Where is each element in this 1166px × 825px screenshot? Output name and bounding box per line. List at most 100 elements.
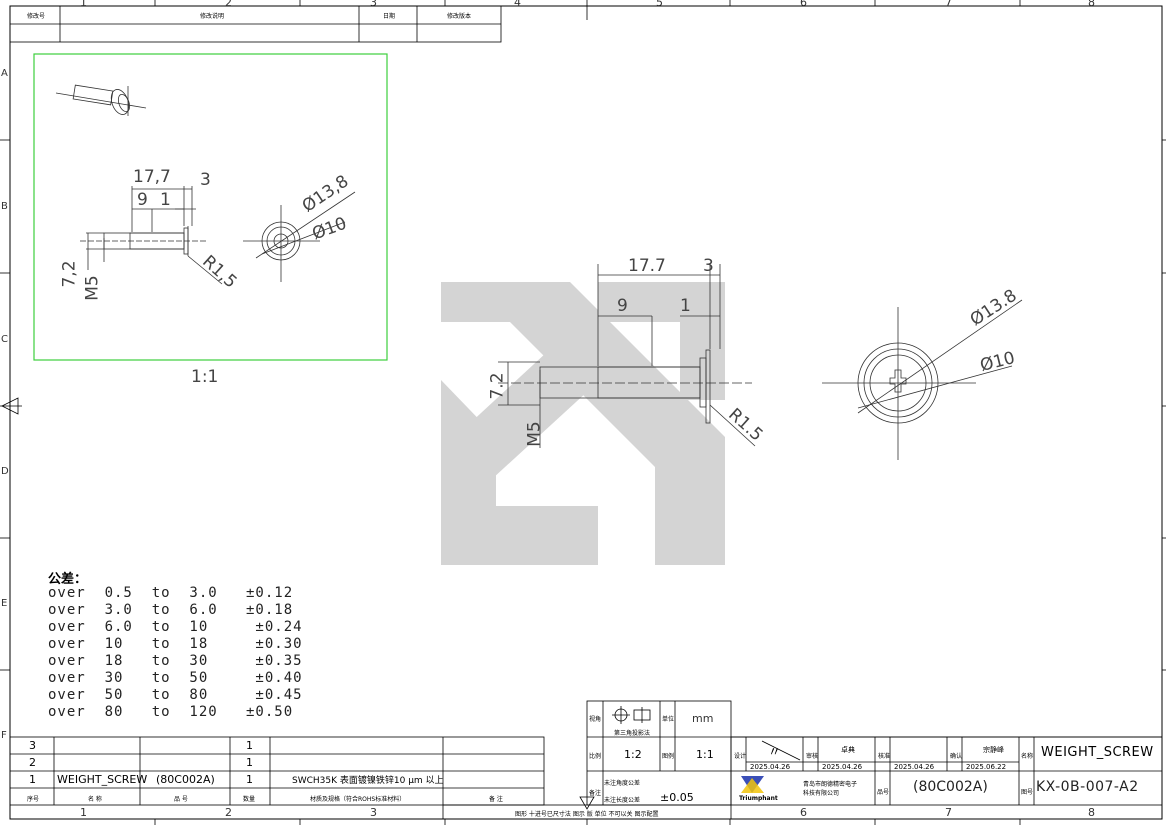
bom-row-no: 2 (29, 756, 36, 769)
tolerance-row: over 30 to 50 ±0.40 (48, 670, 303, 686)
remark-label: 备注 (589, 790, 602, 797)
row-mark: C (1, 334, 8, 345)
row-mark: E (1, 598, 8, 609)
name-label: 名称 (1021, 753, 1034, 760)
date-confirm: 2025.06.22 (966, 763, 1007, 771)
dim-head: 3 (703, 256, 714, 276)
drawing-label: 图号 (1021, 789, 1034, 796)
scale2-label: 图例 (662, 753, 675, 760)
detail-front-view (243, 191, 356, 282)
bom-header-name: 名 称 (88, 796, 102, 803)
len-tol-value: ±0.05 (660, 791, 694, 804)
row-mark: A (1, 68, 8, 79)
detail-side-view (80, 186, 223, 285)
col-mark: 7 (945, 806, 952, 819)
rev-header-date: 日期 (383, 13, 396, 20)
date-design: 2025.04.26 (750, 763, 791, 771)
date-approve: 2025.04.26 (894, 763, 935, 771)
rev-header-ver: 修改版本 (447, 13, 472, 20)
main-side-view (498, 264, 756, 448)
rev-header-desc: 修改说明 (200, 13, 225, 20)
company-logo-icon (741, 776, 764, 793)
bom-row-code: (80C002A) (156, 773, 215, 786)
dim-head: 3 (200, 170, 211, 190)
confirm-name: 宗静峰 (983, 746, 1004, 754)
tolerance-row: over 3.0 to 6.0 ±0.18 (48, 602, 294, 618)
bom-row-qty: 1 (246, 756, 253, 769)
code-label: 品号 (877, 789, 890, 796)
projection-label: 视角 (589, 716, 602, 723)
tolerance-row: over 18 to 30 ±0.35 (48, 653, 303, 669)
dim-height: 7.2 (487, 372, 508, 400)
bom-row-qty: 1 (246, 739, 253, 752)
tolerance-row: over 6.0 to 10 ±0.24 (48, 619, 303, 635)
col-mark: 8 (1088, 0, 1095, 9)
dim-step: 1 (160, 190, 171, 210)
dim-thread: M5 (524, 421, 545, 447)
dim-step: 1 (680, 296, 691, 316)
bom-header-code: 品 号 (174, 796, 188, 803)
col-mark: 3 (370, 806, 377, 819)
col-mark: 7 (945, 0, 952, 9)
detail-view-frame (33, 53, 388, 361)
dim-thread: M5 (82, 275, 103, 301)
iso-screw-sketch (55, 84, 147, 116)
watermark-logo (441, 282, 725, 565)
design-signature: 〃 (768, 745, 782, 760)
bom-header-no: 序号 (27, 796, 40, 803)
col-mark: 8 (1088, 806, 1095, 819)
bom-row-no: 3 (29, 739, 36, 752)
bom-row-qty: 1 (246, 773, 253, 786)
title-block-lines (586, 700, 1163, 806)
scale-label: 比例 (589, 753, 602, 760)
row-mark: D (1, 466, 9, 477)
bom-row-no: 1 (29, 773, 36, 786)
col-mark: 5 (656, 0, 663, 9)
col-mark: 6 (800, 0, 807, 9)
unit-label: 单位 (662, 716, 675, 723)
row-mark: F (1, 730, 7, 741)
dim-shank: 9 (137, 190, 148, 210)
main-front-view (822, 299, 1023, 460)
scale-value: 1:2 (624, 748, 642, 761)
tolerance-row: over 0.5 to 3.0 ±0.12 (48, 585, 294, 601)
bom-header-material: 材质及规格（符合ROHS标准材料） (310, 796, 406, 803)
confirm-label: 确认 (950, 753, 963, 760)
row-mark: B (1, 201, 8, 212)
company-logo-text: Triumphant (739, 795, 778, 802)
dim-length: 17.7 (628, 256, 666, 276)
drawing-number: KX-0B-007-A2 (1036, 779, 1139, 795)
bom-header-qty: 数量 (243, 796, 256, 803)
tolerance-row: over 50 to 80 ±0.45 (48, 687, 303, 703)
approve-label: 核准 (878, 753, 891, 760)
bom-row-name: WEIGHT_SCREW (57, 773, 148, 786)
bom-row-material: SWCH35K 表面镀镍铁锌10 μm 以上 (292, 776, 444, 786)
dim-shank: 9 (617, 296, 628, 316)
col-mark: 6 (800, 806, 807, 819)
date-check: 2025.04.26 (822, 763, 863, 771)
col-mark: 1 (80, 806, 87, 819)
projection-sub: 第三角投影法 (614, 730, 651, 737)
revision-table-lines (9, 5, 502, 43)
part-code: (80C002A) (913, 779, 988, 795)
dim-length: 17,7 (133, 167, 171, 187)
col-mark: 2 (225, 0, 232, 9)
company-name: 青岛市朗德精密电子科技有限公司 (803, 781, 858, 797)
detail-scale: 1:1 (191, 367, 219, 387)
tolerance-title: 公差： (48, 572, 88, 587)
dim-height: 7,2 (59, 260, 80, 288)
bom-footer: 图形 十进号已尺寸法 图示 版 单位 不可以关 图示配置 (515, 811, 659, 818)
bom-table-lines (9, 736, 732, 820)
rev-header-no: 修改号 (27, 13, 46, 20)
design-label: 设计 (734, 753, 747, 760)
bom-header-remark: 备 注 (489, 796, 503, 803)
len-tol-label: 未注长度公差 (604, 797, 641, 804)
col-mark: 3 (370, 0, 377, 9)
scale2-value: 1:1 (696, 748, 714, 761)
projection-symbol-icon (612, 706, 651, 724)
part-name: WEIGHT_SCREW (1041, 745, 1154, 760)
tolerance-row: over 10 to 18 ±0.30 (48, 636, 303, 652)
col-mark: 4 (514, 0, 521, 9)
col-mark: 1 (80, 0, 87, 9)
